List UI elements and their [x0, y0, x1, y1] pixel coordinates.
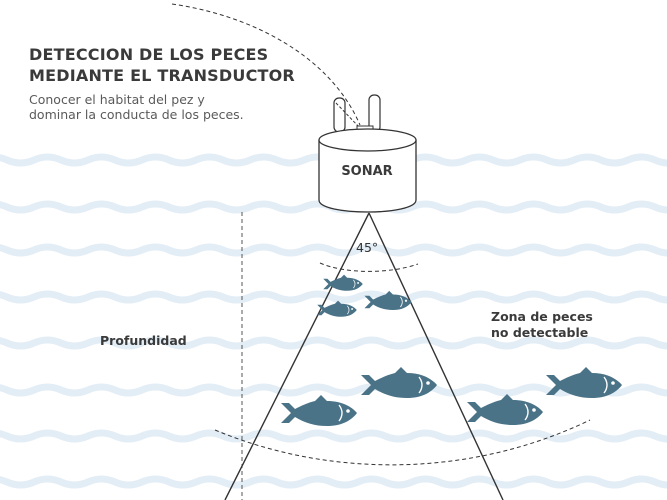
- wave-line: [0, 290, 667, 304]
- wave-line: [0, 243, 667, 257]
- wave-line: [0, 429, 667, 443]
- wave-line: [0, 336, 667, 350]
- fish-icon: [364, 290, 412, 311]
- beam-angle-label: 45°: [356, 240, 379, 255]
- fish-school: [281, 274, 622, 426]
- wave-line: [0, 475, 667, 489]
- detection-range-arc: [214, 419, 591, 466]
- zone-label-line-1: Zona de peces: [491, 309, 593, 324]
- page-subtitle: Conocer el habitat del pez y dominar la …: [29, 92, 244, 122]
- zone-label-line-2: no detectable: [491, 325, 589, 340]
- fish-icon: [546, 367, 622, 398]
- fish-icon: [317, 300, 357, 317]
- fish-icon: [323, 274, 363, 291]
- title-line-2: MEDIANTE EL TRANSDUCTOR: [29, 66, 295, 85]
- fish-icon: [361, 367, 437, 398]
- subtitle-line-1: Conocer el habitat del pez y: [29, 92, 205, 107]
- page-title: DETECCION DE LOS PECES MEDIANTE EL TRANS…: [29, 44, 295, 86]
- transducer-icon: [318, 94, 417, 213]
- sonar-beam-cone: [224, 212, 504, 500]
- angle-arc: [319, 262, 419, 272]
- fish-icon: [467, 394, 543, 425]
- sonar-label: SONAR: [341, 164, 393, 179]
- water-waves: [0, 153, 667, 489]
- title-line-1: DETECCION DE LOS PECES: [29, 45, 269, 64]
- signal-arc-top: [171, 3, 361, 126]
- fish-icon: [281, 395, 357, 426]
- undetectable-zone-label: Zona de peces no detectable: [491, 309, 593, 341]
- depth-label: Profundidad: [100, 333, 187, 348]
- subtitle-line-2: dominar la conducta de los peces.: [29, 107, 244, 122]
